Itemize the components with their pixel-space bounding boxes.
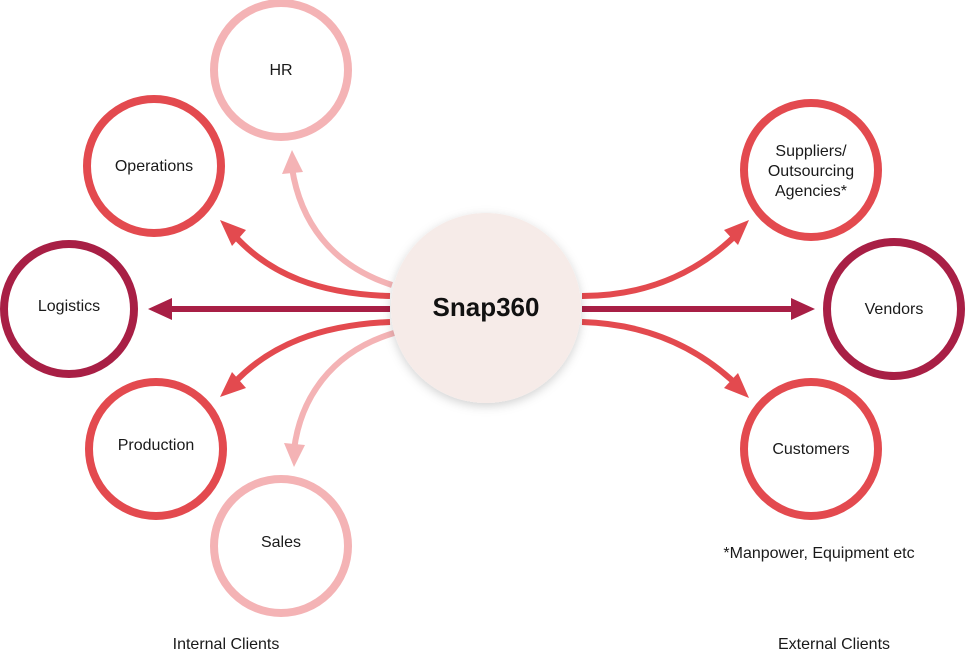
node-logistics: Logistics [0,240,138,378]
node-label-suppliers-line-2: Outsourcing [768,163,854,180]
internal-clients-label: Internal Clients [173,636,280,653]
connector-arrows [148,150,815,467]
arrow-to-operations [231,232,391,299]
arrow-head-operations [220,220,246,246]
arrow-head-vendors [791,298,815,320]
node-label-customers: Customers [772,441,849,458]
node-label-hr: HR [269,62,292,79]
center-label: Snap360 [433,292,540,322]
external-clients-label: External Clients [778,636,890,653]
footnote: *Manpower, Equipment etc [723,545,914,562]
arrow-head-sales [284,443,305,467]
arrow-to-customers [581,319,739,387]
arrow-head-logistics [148,298,172,320]
node-label-production: Production [118,437,195,454]
arrow-to-suppliers [581,232,739,299]
arrow-head-hr [282,150,303,174]
node-label-logistics: Logistics [38,298,100,315]
arrow-to-production [231,319,391,386]
node-label-suppliers-line-1: Suppliers/ [775,143,847,160]
arrow-head-suppliers [724,220,749,245]
external-nodes: Suppliers/ Outsourcing Agencies* Vendors… [740,99,965,520]
node-hr: HR [210,0,352,141]
node-label-suppliers-line-3: Agencies* [775,183,847,200]
node-label-sales: Sales [261,534,301,551]
center-hub: Snap360 [391,213,581,403]
arrow-to-hr [289,167,393,288]
node-label-operations: Operations [115,158,193,175]
node-sales: Sales [210,475,352,617]
node-operations: Operations [83,95,225,237]
arrow-to-sales [291,330,395,451]
node-customers: Customers [740,378,882,520]
node-suppliers: Suppliers/ Outsourcing Agencies* [740,99,882,241]
arrow-head-customers [724,373,749,398]
internal-nodes: HR Operations Logistics Production Sales [0,0,352,617]
node-production: Production [85,378,227,520]
node-label-vendors: Vendors [865,301,924,318]
node-vendors: Vendors [823,238,965,380]
arrow-head-production [220,372,246,397]
